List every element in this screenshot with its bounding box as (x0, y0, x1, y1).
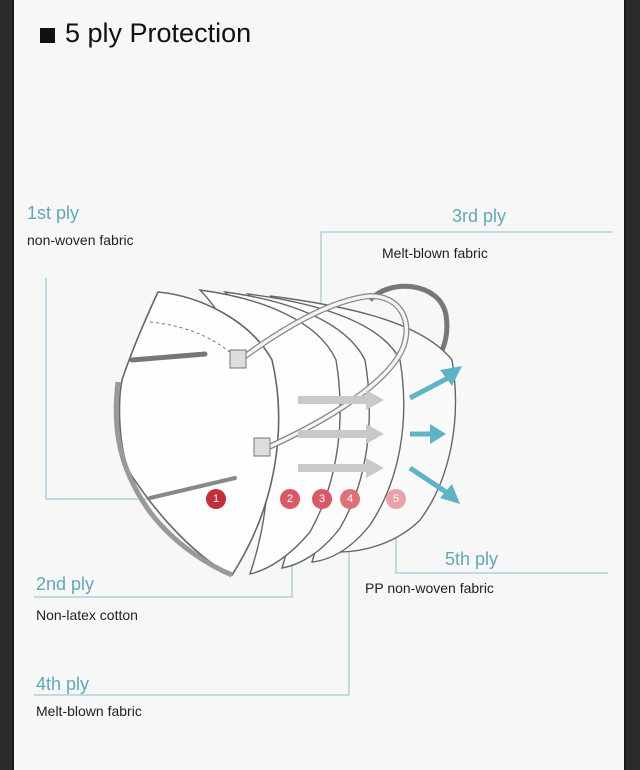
ply-marker-2 (280, 489, 300, 509)
ply-5-title: 5th ply (445, 549, 499, 569)
ply-5-description: PP non-woven fabric (365, 580, 494, 596)
ply-3-title: 3rd ply (452, 206, 507, 226)
loop-weld-top (229, 349, 247, 369)
bullet-square-icon (40, 27, 55, 43)
ply-2-description: Non-latex cotton (36, 607, 138, 623)
chin-seam (148, 476, 237, 500)
title-row: 5 ply Protection (40, 18, 251, 49)
ply-marker-5-label: 5 (393, 493, 399, 505)
ply-1-title: 1st ply (27, 203, 80, 223)
ply-marker-3 (312, 489, 332, 509)
ply-marker-5 (386, 489, 406, 509)
ply-marker-4 (340, 489, 360, 509)
airflow-arrows-outer (408, 366, 462, 504)
ply-4-title: 4th ply (36, 674, 90, 694)
airflow-arrow-icon (298, 390, 384, 410)
ply-1-description: non-woven fabric (27, 232, 134, 248)
outflow-arrowhead-icon (440, 366, 462, 386)
loop-weld-bottom (253, 437, 271, 457)
ply-marker-4-label: 4 (347, 493, 353, 505)
leader-line-ply-5 (395, 510, 608, 574)
mask-edge (113, 381, 233, 578)
ply-2-title: 2nd ply (36, 574, 95, 594)
ply-4-description: Melt-blown fabric (36, 703, 142, 719)
ply-marker-1 (206, 489, 226, 509)
outflow-arrowhead-icon (440, 484, 460, 504)
airflow-arrow-icon (298, 424, 384, 444)
airflow-arrow-icon (298, 458, 384, 478)
outflow-arrow-icon (408, 375, 450, 401)
outflow-arrow-icon (408, 465, 448, 495)
outflow-arrowhead-icon (430, 424, 446, 444)
leader-line-ply-4 (34, 510, 350, 696)
airflow-arrows-inner (298, 390, 384, 478)
nose-wire (129, 351, 208, 363)
ply-marker-1-label: 1 (213, 493, 219, 505)
page-title: 5 ply Protection (65, 18, 252, 48)
ply-markers: 1 2 3 4 5 (206, 489, 406, 509)
ear-loop-front-inner (238, 294, 409, 452)
ply-marker-2-label: 2 (287, 493, 293, 505)
ply-marker-3-label: 3 (319, 493, 325, 505)
ply-3-description: Melt-blown fabric (382, 245, 488, 261)
